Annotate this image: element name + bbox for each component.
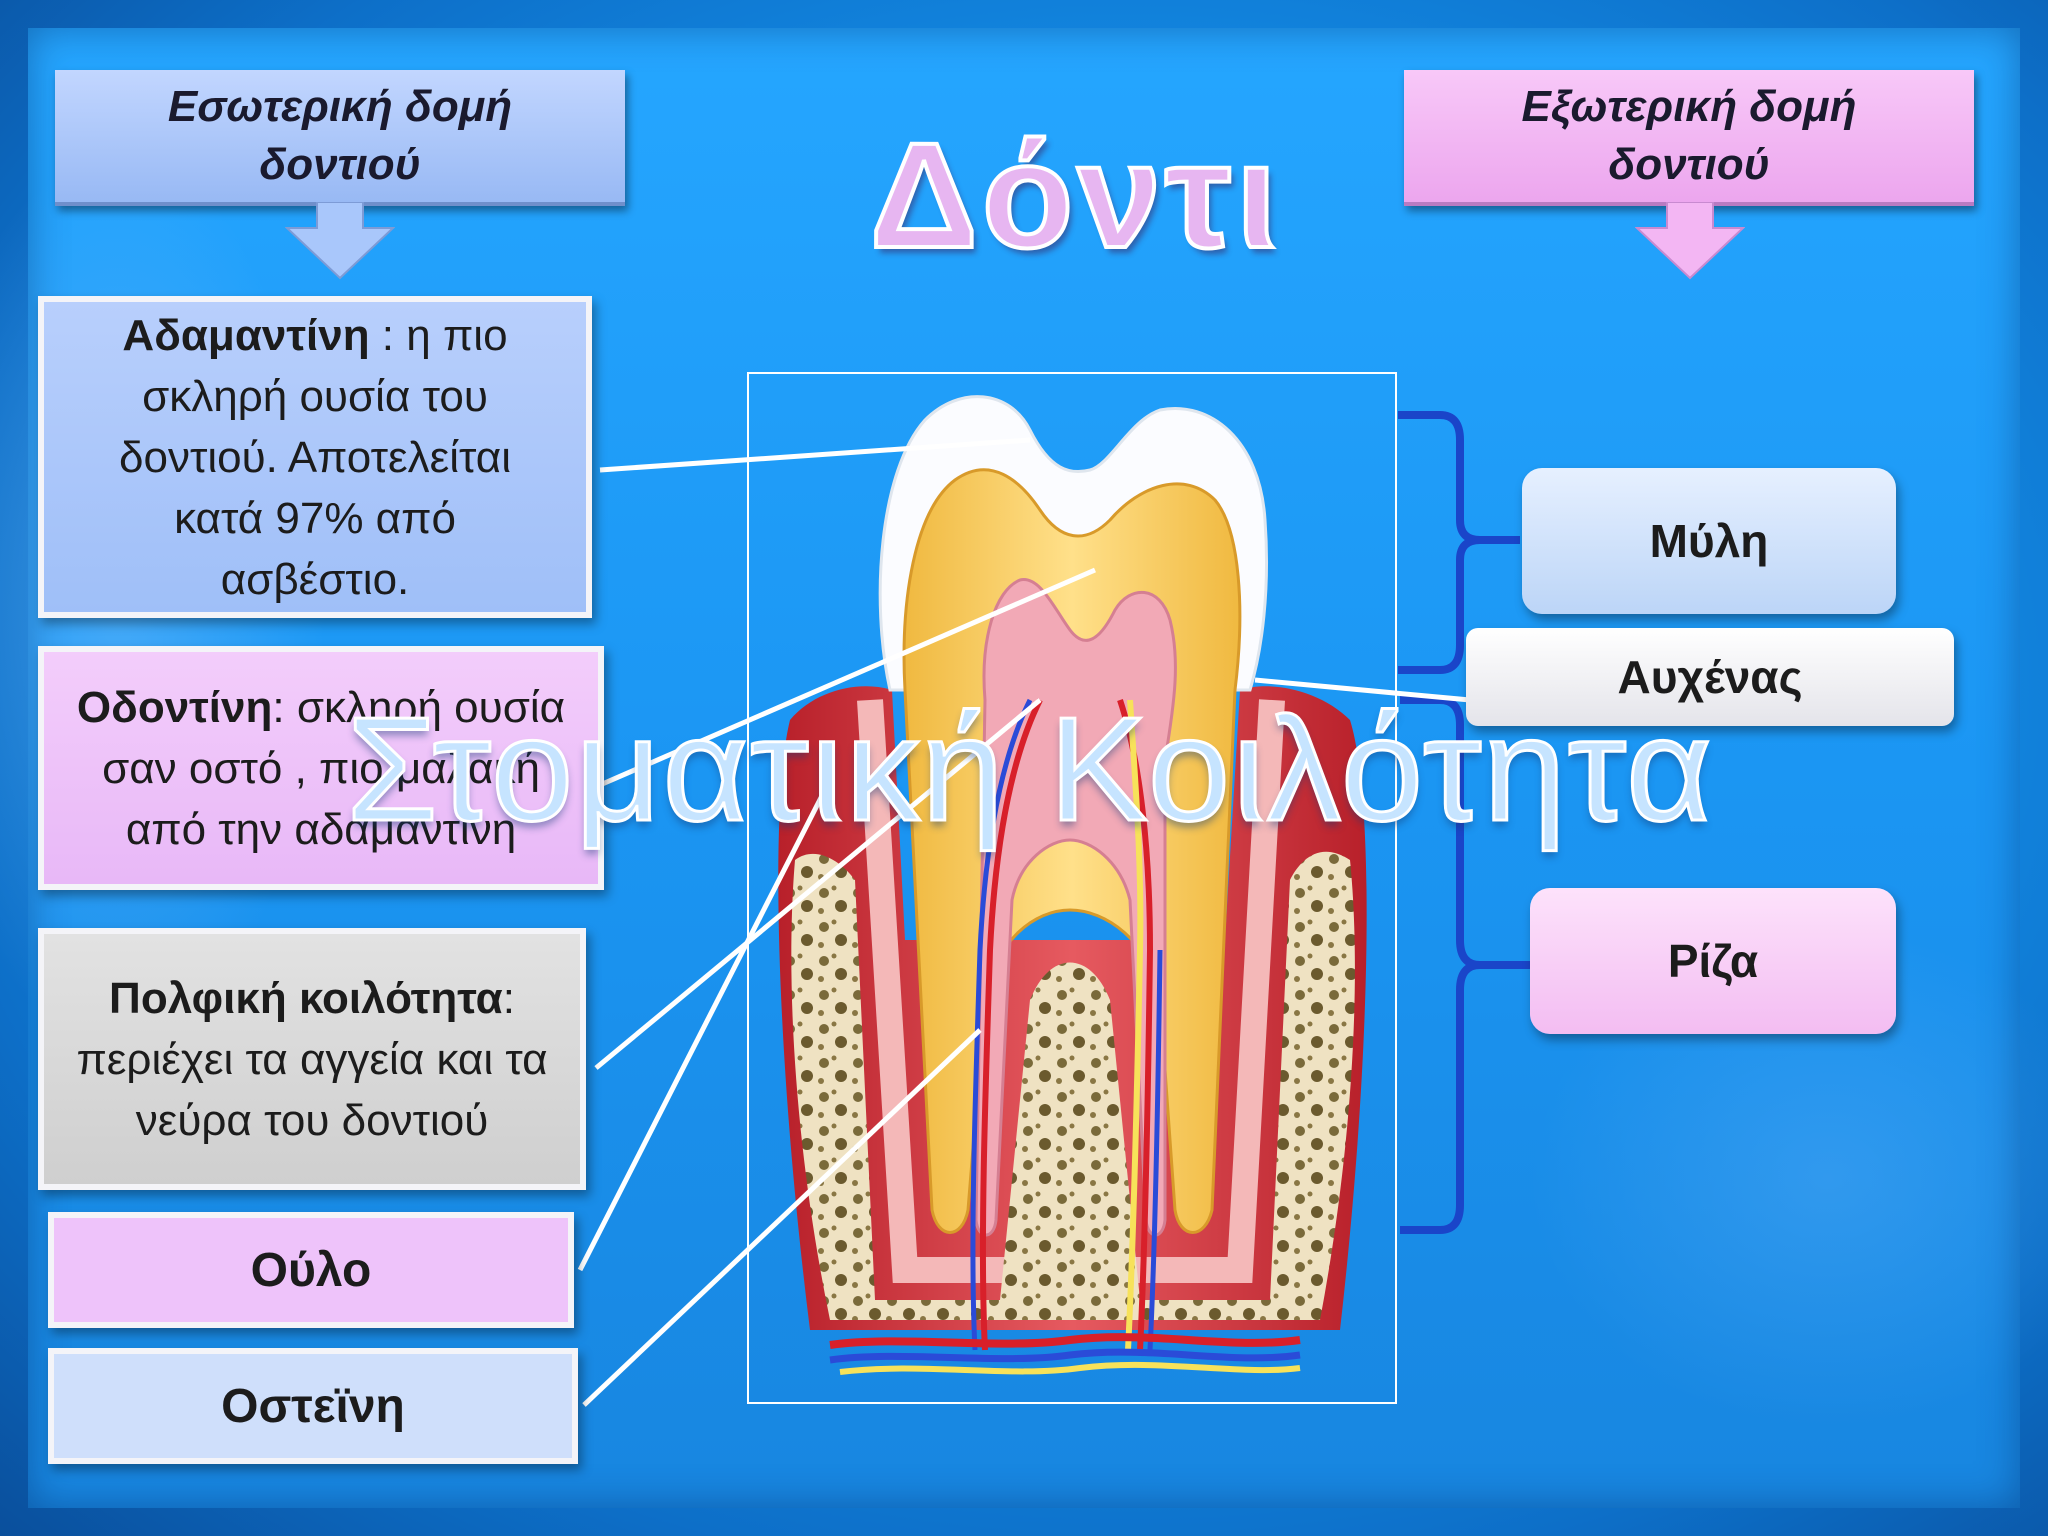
blood-vessels-base bbox=[829, 1348, 1301, 1364]
crown-bracket bbox=[1398, 411, 1520, 674]
header-external-label: Εξωτερική δομή δοντιού bbox=[1521, 82, 1857, 189]
pulp-label-box: Πολφική κοιλότητα: περιέχει τα αγγεία κα… bbox=[38, 928, 586, 1190]
enamel-label-box: Αδαμαντίνη : η πιο σκληρή ουσία του δοντ… bbox=[38, 296, 592, 618]
root-label-box: Ρίζα bbox=[1530, 888, 1896, 1034]
enamel-text: : η πιο σκληρή ουσία του δοντιού. Αποτελ… bbox=[119, 310, 511, 604]
slide-title: Δόντι bbox=[868, 111, 1282, 279]
cementum-label: Οστεϊνη bbox=[221, 1379, 405, 1433]
blood-vessels-base bbox=[839, 1361, 1301, 1375]
pointer-cementum bbox=[582, 1028, 982, 1407]
nerve-vessel-blue bbox=[970, 698, 1163, 1351]
down-arrow-icon bbox=[1635, 202, 1745, 280]
pointer-enamel bbox=[599, 437, 1031, 473]
dentin-label-box: Οδοντίνη: σκληρή ουσία σαν οστό , πιο μα… bbox=[38, 646, 604, 890]
root-bracket bbox=[1400, 696, 1530, 1234]
pulp-text: : περιέχει τα αγγεία και τα νεύρα του δο… bbox=[76, 973, 548, 1145]
header-internal-structure: Εσωτερική δομή δοντιού bbox=[55, 70, 625, 206]
down-arrow-icon bbox=[285, 202, 395, 280]
diagram-frame bbox=[747, 372, 1397, 1404]
cementum-label-box: Οστεϊνη bbox=[48, 1348, 578, 1464]
root-label: Ρίζα bbox=[1667, 935, 1759, 987]
crown-label-box: Μύλη bbox=[1522, 468, 1896, 614]
gum-label: Ούλο bbox=[250, 1243, 372, 1297]
header-internal-label: Εσωτερική δομή δοντιού bbox=[167, 82, 513, 189]
pulp-description: Πολφική κοιλότητα: περιέχει τα αγγεία κα… bbox=[44, 968, 580, 1151]
pointer-neck bbox=[1254, 677, 1471, 703]
nerve-yellow bbox=[1125, 699, 1144, 1351]
pulp-cavity bbox=[974, 578, 1177, 1237]
inter-root-bone bbox=[1000, 962, 1140, 1300]
dentin-description: Οδοντίνη: σκληρή ουσία σαν οστό , πιο μα… bbox=[44, 677, 598, 860]
enamel-term: Αδαμαντίνη bbox=[122, 310, 370, 360]
blood-vessels-base bbox=[829, 1333, 1301, 1349]
jaw-bone bbox=[791, 851, 1355, 1320]
neck-label-box: Αυχένας bbox=[1466, 628, 1954, 726]
pointer-dentin bbox=[599, 567, 1096, 788]
pulp-term: Πολφική κοιλότητα bbox=[109, 973, 503, 1023]
crown-label: Μύλη bbox=[1649, 515, 1769, 567]
enamel-description: Αδαμαντίνη : η πιο σκληρή ουσία του δοντ… bbox=[44, 305, 586, 610]
pointer-pulp bbox=[594, 698, 1042, 1070]
neck-label: Αυχένας bbox=[1617, 651, 1803, 703]
dentin-text: : σκληρή ουσία σαν οστό , πιο μαλακή από… bbox=[102, 682, 566, 854]
pointer-gum bbox=[577, 778, 833, 1272]
dentin-term: Οδοντίνη bbox=[76, 682, 273, 732]
overlay-title-oral-cavity: Στοματική Κοιλότητα bbox=[345, 687, 1714, 852]
gum-label-box: Ούλο bbox=[48, 1212, 574, 1328]
